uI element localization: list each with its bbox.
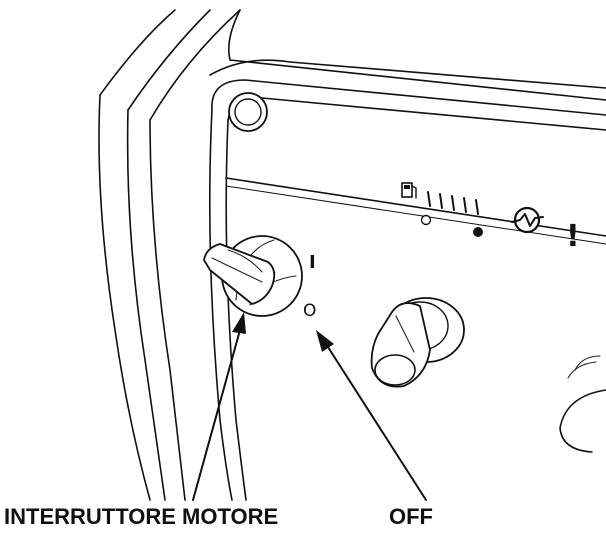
fuel-level-bars-icon — [427, 191, 479, 215]
fuel-pump-icon — [401, 182, 417, 199]
switch-off-mark: O — [303, 301, 316, 321]
push-button — [370, 297, 465, 388]
warning-exclamation-icon: ! — [566, 219, 580, 254]
engine-switch-knob — [203, 235, 303, 317]
engine-switch-label: INTERRUTTORE MOTORE — [4, 504, 279, 529]
panel-screw — [228, 92, 268, 132]
leader-engine-switch — [192, 312, 246, 501]
switch-position-marks: I O — [303, 252, 316, 321]
off-label: OFF — [389, 504, 433, 529]
housing-outline — [98, 9, 606, 501]
warning-symbol: ! — [566, 219, 580, 254]
indicator-lamp-off — [420, 214, 432, 226]
side-outlet — [559, 355, 606, 453]
indicator-lamp-on — [473, 227, 483, 237]
leader-off — [316, 330, 427, 501]
switch-on-mark: I — [309, 252, 316, 273]
eco-throttle-icon — [511, 206, 544, 234]
